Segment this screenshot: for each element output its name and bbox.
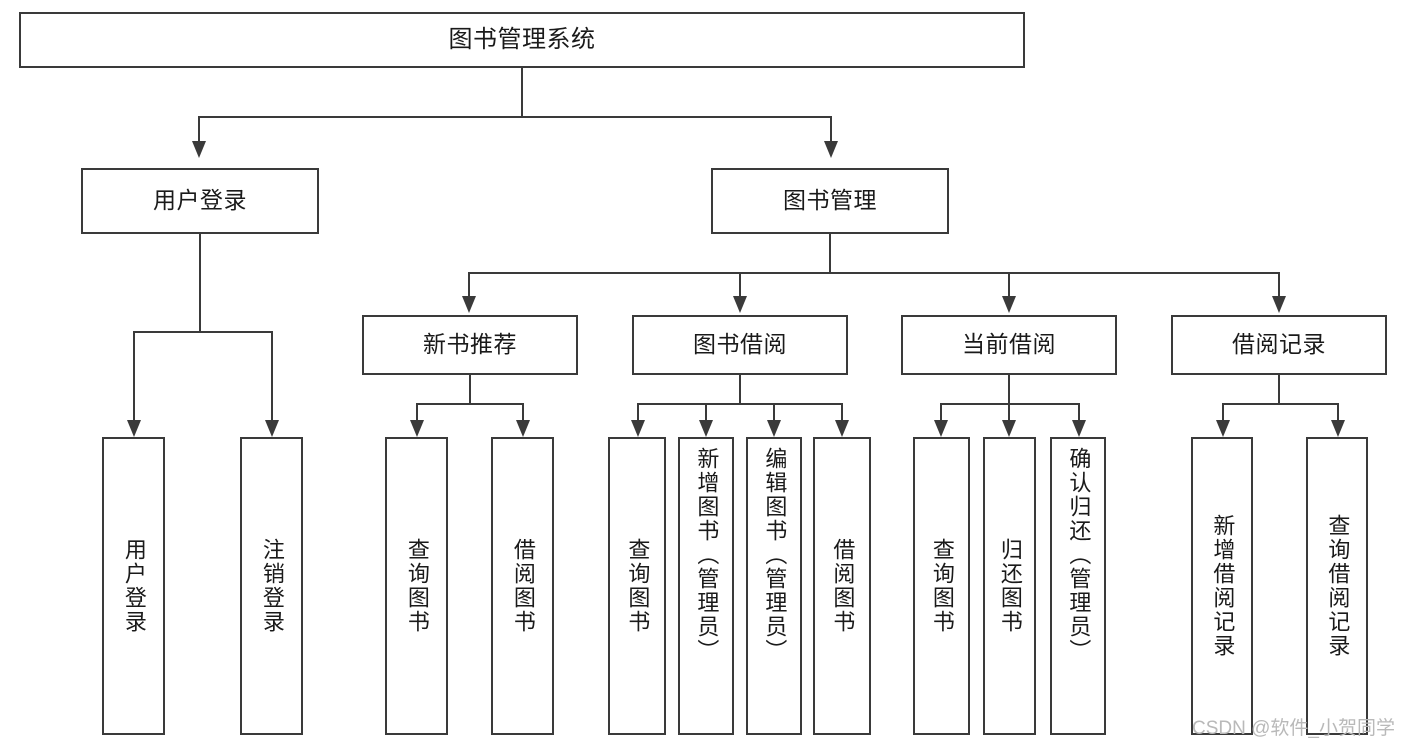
connector-borrow-record-drop-0 — [1222, 403, 1224, 420]
leaf-confirm-return-admin[interactable]: 确认归还（管理员） — [1050, 437, 1106, 735]
arrow-to-leaf-confirm-return — [1072, 420, 1086, 437]
connector-book-borrow-bus — [637, 403, 843, 405]
node-label: 归还图书 — [997, 538, 1023, 634]
arrow-to-leaf-return-book — [1002, 420, 1016, 437]
csdn-watermark: CSDN @软件_小贺同学 — [1192, 718, 1395, 739]
arrow-to-leaf-borrow-book-1 — [516, 420, 530, 437]
node-label: 当前借阅 — [962, 331, 1056, 358]
node-label: 借阅图书 — [510, 538, 536, 634]
connector-user-login-bus — [133, 331, 273, 333]
node-current-borrow[interactable]: 当前借阅 — [901, 315, 1117, 375]
node-label: 新书推荐 — [423, 331, 517, 358]
node-label: 新增借阅记录 — [1210, 514, 1236, 658]
connector-book-borrow-drop-2 — [773, 403, 775, 420]
node-label: 用户登录 — [121, 538, 147, 634]
leaf-query-book-newbook[interactable]: 查询图书 — [385, 437, 448, 735]
leaf-add-book-admin[interactable]: 新增图书（管理员） — [678, 437, 734, 735]
node-new-book-recommend[interactable]: 新书推荐 — [362, 315, 578, 375]
leaf-borrow-book-borrow[interactable]: 借阅图书 — [813, 437, 871, 735]
node-label: 新增图书（管理员） — [694, 447, 720, 663]
connector-user-login-stem — [199, 234, 201, 331]
connector-new-book-drop-0 — [416, 403, 418, 420]
leaf-query-book-current[interactable]: 查询图书 — [913, 437, 970, 735]
connector-current-borrow-drop-0 — [940, 403, 942, 420]
leaf-add-borrow-record[interactable]: 新增借阅记录 — [1191, 437, 1253, 735]
connector-level2-drop-3 — [1278, 272, 1280, 296]
arrow-to-leaf-edit-book — [767, 420, 781, 437]
connector-book-borrow-drop-3 — [841, 403, 843, 420]
arrow-to-leaf-query-book-2 — [631, 420, 645, 437]
node-label: 图书管理 — [783, 187, 877, 214]
arrow-to-new-book — [462, 296, 476, 313]
arrow-to-book-manage — [824, 141, 838, 158]
connector-new-book-drop-1 — [522, 403, 524, 420]
connector-new-book-bus — [416, 403, 524, 405]
node-label: 确认归还（管理员） — [1066, 447, 1092, 663]
leaf-logout[interactable]: 注销登录 — [240, 437, 303, 735]
node-root-system[interactable]: 图书管理系统 — [19, 12, 1025, 68]
connector-level1-drop-1 — [830, 116, 832, 141]
connector-level2-drop-0 — [468, 272, 470, 296]
leaf-query-book-borrow[interactable]: 查询图书 — [608, 437, 666, 735]
connector-current-borrow-bus — [940, 403, 1080, 405]
leaf-edit-book-admin[interactable]: 编辑图书（管理员） — [746, 437, 802, 735]
node-label: 编辑图书（管理员） — [762, 447, 788, 663]
connector-book-borrow-stem — [739, 375, 741, 403]
arrow-to-leaf-add-book — [699, 420, 713, 437]
arrow-to-current-borrow — [1002, 296, 1016, 313]
connector-book-borrow-drop-1 — [705, 403, 707, 420]
arrow-to-leaf-user-login — [127, 420, 141, 437]
node-label: 图书管理系统 — [448, 25, 596, 53]
arrow-to-leaf-query-book-1 — [410, 420, 424, 437]
node-borrow-record[interactable]: 借阅记录 — [1171, 315, 1387, 375]
connector-new-book-stem — [469, 375, 471, 403]
connector-root-stem — [521, 68, 523, 116]
arrow-to-leaf-logout — [265, 420, 279, 437]
connector-level1-bus — [198, 116, 832, 118]
node-label: 查询图书 — [404, 538, 430, 634]
connector-borrow-record-bus — [1222, 403, 1339, 405]
connector-current-borrow-stem — [1008, 375, 1010, 403]
node-user-login[interactable]: 用户登录 — [81, 168, 319, 234]
connector-current-borrow-drop-1 — [1008, 403, 1010, 420]
connector-level2-bus — [468, 272, 1278, 274]
connector-level1-drop-0 — [198, 116, 200, 141]
node-label: 查询图书 — [929, 538, 955, 634]
node-label: 查询借阅记录 — [1325, 514, 1351, 658]
leaf-query-borrow-record[interactable]: 查询借阅记录 — [1306, 437, 1368, 735]
arrow-to-leaf-add-record — [1216, 420, 1230, 437]
leaf-borrow-book-newbook[interactable]: 借阅图书 — [491, 437, 554, 735]
arrow-to-book-borrow — [733, 296, 747, 313]
node-label: 借阅图书 — [830, 538, 856, 634]
node-label: 用户登录 — [153, 187, 247, 214]
node-book-borrow[interactable]: 图书借阅 — [632, 315, 848, 375]
arrow-to-borrow-record — [1272, 296, 1286, 313]
node-book-management[interactable]: 图书管理 — [711, 168, 949, 234]
leaf-return-book[interactable]: 归还图书 — [983, 437, 1036, 735]
connector-current-borrow-drop-2 — [1078, 403, 1080, 420]
connector-borrow-record-drop-1 — [1337, 403, 1339, 420]
arrow-to-leaf-query-record — [1331, 420, 1345, 437]
connector-book-manage-stem — [829, 234, 831, 272]
leaf-user-login[interactable]: 用户登录 — [102, 437, 165, 735]
arrow-to-leaf-query-book-3 — [934, 420, 948, 437]
node-label: 借阅记录 — [1232, 331, 1326, 358]
node-label: 图书借阅 — [693, 331, 787, 358]
connector-level2-drop-2 — [1008, 272, 1010, 296]
arrow-to-user-login — [192, 141, 206, 158]
connector-book-borrow-drop-0 — [637, 403, 639, 420]
node-label: 查询图书 — [625, 538, 651, 634]
connector-level2-drop-1 — [739, 272, 741, 296]
arrow-to-leaf-borrow-book-2 — [835, 420, 849, 437]
connector-user-login-drop-0 — [133, 331, 135, 420]
node-label: 注销登录 — [259, 538, 285, 634]
connector-borrow-record-stem — [1278, 375, 1280, 403]
connector-user-login-drop-1 — [271, 331, 273, 420]
